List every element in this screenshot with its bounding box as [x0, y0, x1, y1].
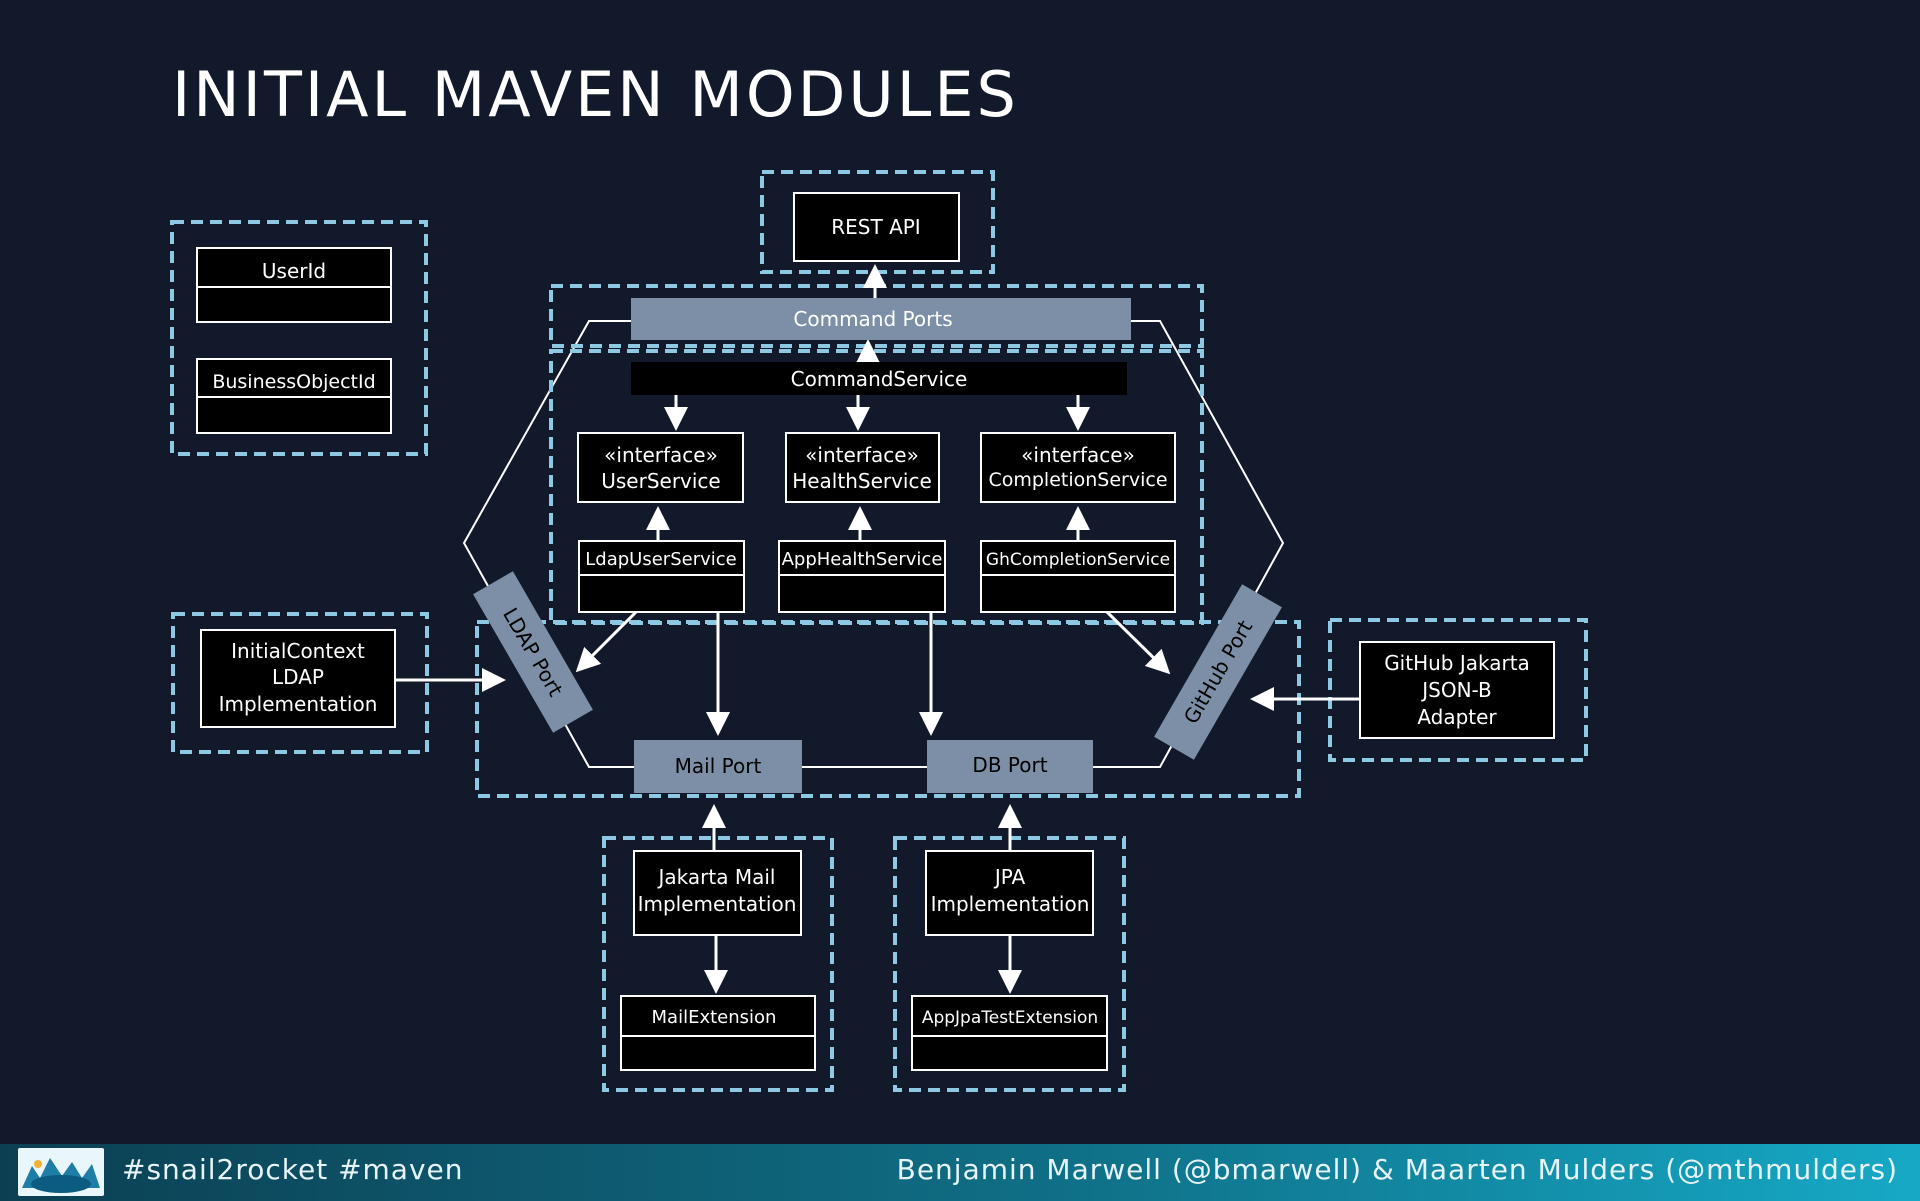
group-ids — [170, 220, 428, 456]
architecture-diagram: REST API Command Ports CommandService «i… — [170, 170, 1588, 1092]
slide-title: INITIAL MAVEN MODULES — [172, 58, 1019, 131]
db-port — [927, 740, 1093, 793]
ldap-port: LDAP Port — [473, 571, 593, 733]
github-adapter-line-1: GitHub Jakarta — [1384, 651, 1530, 675]
github-adapter-line-3: Adapter — [1417, 705, 1497, 729]
initial-context-box — [200, 629, 396, 728]
rest-api-box — [793, 192, 960, 262]
mail-port-label: Mail Port — [675, 754, 762, 778]
gh-completion-service-label: GhCompletionService — [986, 550, 1170, 570]
initial-context-line-1: InitialContext — [231, 639, 365, 663]
rest-api-label: REST API — [831, 215, 920, 239]
completion-service-interface — [980, 432, 1176, 503]
jpa-box — [925, 850, 1094, 936]
javaland-logo-icon — [18, 1148, 104, 1196]
mail-extension-box — [620, 995, 816, 1071]
completion-service-name: CompletionService — [988, 469, 1167, 491]
jakarta-mail-line-2: Implementation — [638, 892, 797, 916]
health-service-interface — [785, 432, 940, 503]
footer-bar: #snail2rocket #maven Benjamin Marwell (@… — [0, 1144, 1920, 1201]
arrow-gh-service-to-port — [1105, 610, 1171, 675]
health-service-stereotype: «interface» — [805, 443, 919, 467]
github-adapter-box — [1359, 641, 1555, 739]
user-service-stereotype: «interface» — [604, 443, 718, 467]
hexagon-outline — [462, 320, 1285, 768]
ldap-user-service-box — [578, 540, 745, 613]
jakarta-mail-line-1: Jakarta Mail — [657, 865, 776, 889]
app-jpa-test-extension-label: AppJpaTestExtension — [922, 1008, 1098, 1028]
command-ports-bar — [631, 298, 1131, 340]
app-health-service-label: AppHealthService — [782, 549, 943, 570]
jakarta-mail-box — [633, 850, 802, 936]
user-service-interface — [577, 432, 744, 503]
group-ports — [475, 620, 1301, 798]
jpa-line-1: JPA — [993, 865, 1026, 889]
mail-port — [634, 740, 802, 793]
mail-extension-label: MailExtension — [652, 1007, 777, 1028]
jpa-line-2: Implementation — [931, 892, 1090, 916]
github-adapter-line-2: JSON-B — [1420, 678, 1492, 702]
arrow-ldap-service-to-port — [575, 610, 638, 673]
initial-context-line-3: Implementation — [219, 692, 378, 716]
completion-service-stereotype: «interface» — [1021, 443, 1135, 467]
command-service-label: CommandService — [791, 367, 968, 391]
db-port-label: DB Port — [972, 753, 1047, 777]
app-health-service-box — [778, 540, 946, 613]
user-service-name: UserService — [601, 469, 721, 493]
app-jpa-test-extension-box — [911, 995, 1108, 1071]
business-object-id-label: BusinessObjectId — [212, 371, 375, 393]
gh-completion-service-box — [980, 540, 1176, 613]
group-ldap — [171, 612, 429, 754]
user-id-label: UserId — [262, 259, 326, 283]
health-service-name: HealthService — [792, 469, 932, 493]
command-ports-label: Command Ports — [793, 307, 952, 331]
ldap-user-service-label: LdapUserService — [585, 549, 736, 570]
footer-authors: Benjamin Marwell (@bmarwell) & Maarten M… — [896, 1153, 1898, 1186]
group-github — [1328, 618, 1588, 762]
group-mail — [602, 836, 834, 1092]
footer-hashtags: #snail2rocket #maven — [122, 1153, 464, 1186]
command-service-bar — [631, 362, 1127, 395]
initial-context-line-2: LDAP — [272, 665, 324, 689]
user-id-box — [196, 247, 392, 323]
